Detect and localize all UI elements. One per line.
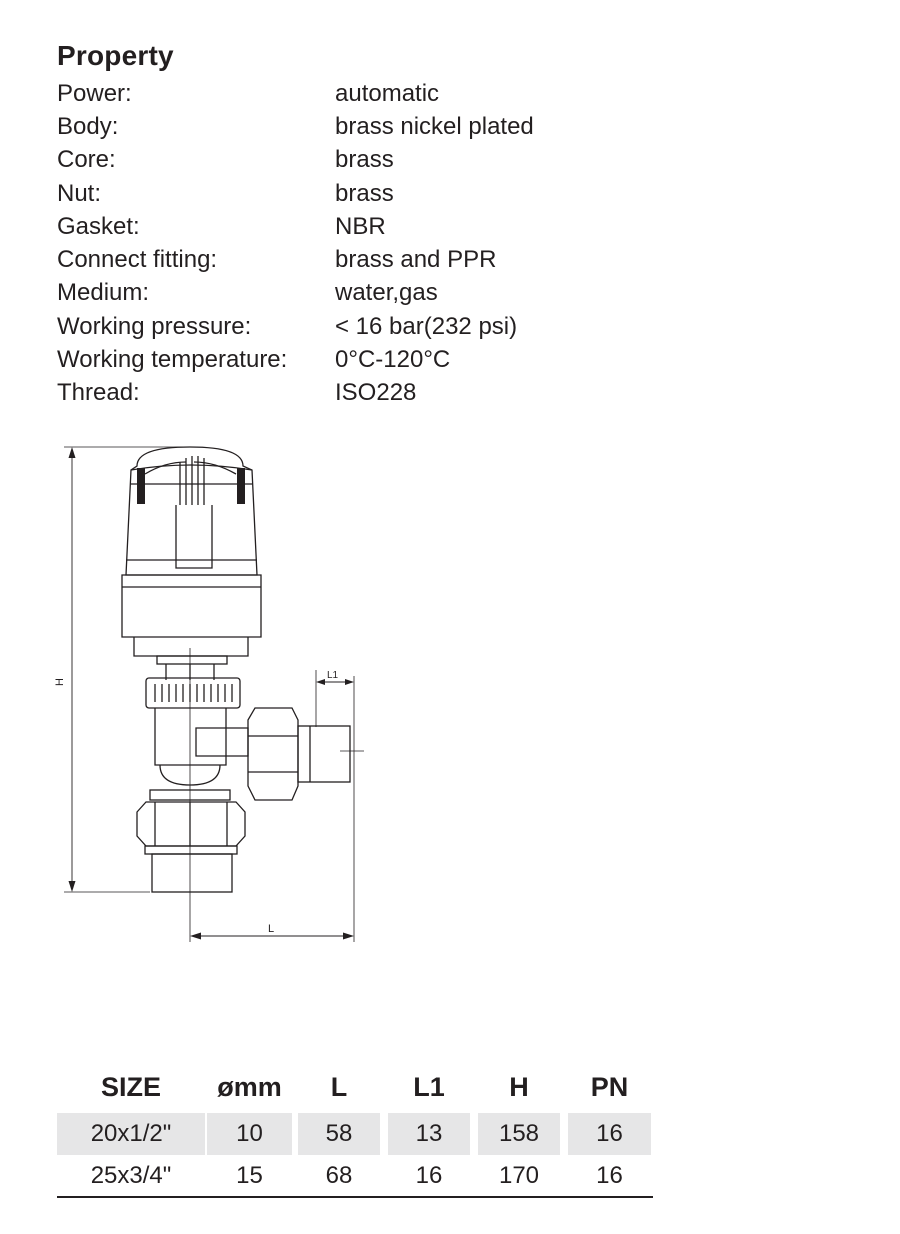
header-diameter: ømm	[217, 1071, 282, 1102]
header-l: L	[330, 1071, 348, 1102]
property-label: Connect fitting:	[57, 246, 218, 274]
property-value: brass nickel plated	[335, 112, 534, 140]
property-row: Working pressure: < 16 bar(232 psi)	[57, 310, 617, 343]
property-row: Working temperature: 0°C-120°C	[57, 343, 617, 376]
dimension-l1: L1	[315, 670, 354, 727]
property-value: brass and PPR	[335, 246, 497, 274]
property-label: Working pressure:	[57, 312, 252, 340]
property-label: Core:	[57, 146, 116, 174]
table-row: 25x3/4" 15 68 16 170 16	[57, 1155, 653, 1197]
table-row: 20x1/2" 10 58 13 158 16	[57, 1113, 653, 1155]
header-l1: L1	[413, 1071, 445, 1102]
property-row: Medium: water,gas	[57, 277, 617, 310]
property-row: Connect fitting: brass and PPR	[57, 243, 617, 276]
side-connector	[247, 707, 364, 801]
property-label: Body:	[57, 112, 119, 140]
cell-l: 58	[298, 1113, 380, 1155]
property-label: Thread:	[57, 379, 140, 407]
property-value: NBR	[335, 212, 386, 240]
property-label: Gasket:	[57, 212, 140, 240]
property-value: brass	[335, 179, 394, 207]
property-label: Nut:	[57, 179, 102, 207]
property-value: ISO228	[335, 379, 417, 407]
property-value: water,gas	[335, 279, 438, 307]
bottom-union-nut	[136, 801, 246, 893]
property-row: Body: brass nickel plated	[57, 110, 617, 143]
property-value: automatic	[335, 79, 440, 107]
table-bottom-rule	[57, 1196, 653, 1198]
dimension-l-label: L	[268, 923, 274, 935]
valve-technical-drawing: H L L1	[54, 446, 364, 942]
property-row: Thread: ISO228	[57, 377, 617, 410]
property-row: Core: brass	[57, 144, 617, 177]
dimension-h-label: H	[54, 678, 66, 686]
dimension-l: L	[189, 648, 355, 942]
header-size: SIZE	[100, 1071, 161, 1102]
section-title: Property	[57, 40, 174, 71]
cell-pn: 16	[568, 1113, 651, 1155]
cell-diameter: 10	[207, 1113, 292, 1155]
header-h: H	[509, 1071, 529, 1102]
valve-body	[145, 655, 249, 801]
property-row: Nut: brass	[57, 177, 617, 210]
cell-size: 20x1/2"	[57, 1113, 205, 1155]
dimension-l1-label: L1	[327, 670, 339, 681]
property-value: brass	[335, 146, 394, 174]
cell-l: 68	[325, 1162, 353, 1189]
cell-pn: 16	[596, 1162, 623, 1189]
cell-l1: 13	[388, 1113, 470, 1155]
cell-l1: 16	[415, 1162, 443, 1189]
property-row: Gasket: NBR	[57, 210, 617, 243]
property-row: Power: automatic	[57, 77, 617, 110]
property-label: Power:	[57, 79, 132, 107]
cell-h: 170	[498, 1162, 540, 1189]
dimension-h: H	[54, 446, 190, 893]
thermostatic-head	[121, 446, 262, 657]
cell-size: 25x3/4"	[90, 1162, 172, 1189]
property-value: 0°C-120°C	[335, 346, 451, 374]
header-pn: PN	[590, 1071, 629, 1102]
cell-diameter: 15	[236, 1162, 263, 1189]
property-value: < 16 bar(232 psi)	[335, 312, 518, 340]
property-label: Working temperature:	[57, 346, 288, 374]
spec-table-header: SIZE ømm L L1 H PN	[57, 1066, 653, 1108]
property-label: Medium:	[57, 279, 150, 307]
cell-h: 158	[478, 1113, 560, 1155]
property-list: Power: automatic Body: brass nickel plated…	[57, 77, 617, 410]
